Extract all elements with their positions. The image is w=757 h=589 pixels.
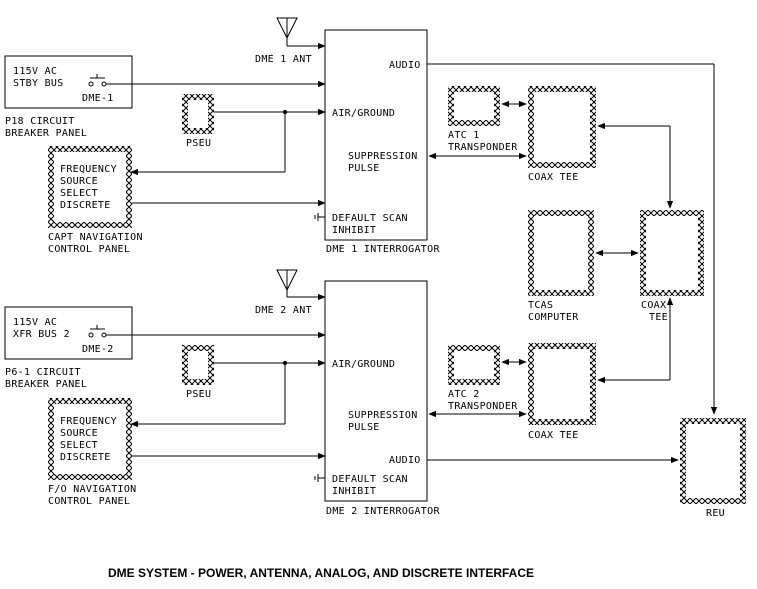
dme2-interrogator-label: DME 2 INTERROGATOR [326,506,440,517]
dme2-power-label-2: XFR BUS 2 [13,329,70,340]
dme2-freq-label-2: SOURCE [60,428,98,439]
dme1-nav-label-2: CONTROL PANEL [48,244,130,255]
dme2-panel-label-2: BREAKER PANEL [5,379,87,390]
dme1-freq-label-1: FREQUENCY [60,164,117,175]
dme2-air-ground-label: AIR/GROUND [332,359,395,370]
dme1-atc-label-2: TRANSPONDER [448,142,518,153]
dme2-breaker-label: DME-2 [82,344,114,355]
dme2-nav-label-2: CONTROL PANEL [48,496,130,507]
dme2-antenna-icon [276,269,326,301]
dme1-freq-label-4: DISCRETE [60,200,111,211]
right-coax-label-2: TEE [649,312,668,323]
dme2-freq-label-1: FREQUENCY [60,416,117,427]
dme1-freq-label-2: SOURCE [60,176,98,187]
dme1-nav-label-1: CAPT NAVIGATION [48,232,143,243]
dme1-default-scan-label: DEFAULT SCAN [332,213,408,224]
dme1-ground-icon [314,213,325,221]
dme1-audio-label: AUDIO [389,60,421,71]
dme1-interrogator-label: DME 1 INTERROGATOR [326,244,440,255]
dme1-ant-label: DME 1 ANT [255,54,312,65]
right-coax-label-1: COAX [641,300,666,311]
dme2-suppression-label: SUPPRESSION [348,410,418,421]
dme1-power-label-2: STBY BUS [13,78,64,89]
dme1-power-label-1: 115V AC [13,66,57,77]
reu-label: REU [706,508,725,519]
dme2-power-box [4,306,133,360]
dme1-suppression-label: SUPPRESSION [348,151,418,162]
dme2-coax-label: COAX TEE [528,430,579,441]
dme1-panel-label-1: P18 CIRCUIT [5,116,75,127]
dme2-nav-label-1: F/O NAVIGATION [48,484,137,495]
diagram-title: DME SYSTEM - POWER, ANTENNA, ANALOG, AND… [108,566,534,580]
tcas-label-2: COMPUTER [528,312,579,323]
dme1-inhibit-label: INHIBIT [332,225,376,236]
dme1-atc-label-1: ATC 1 [448,130,480,141]
dme1-power-box [4,55,133,109]
dme1-antenna-icon [276,17,326,50]
dme2-pseu-label: PSEU [186,389,211,400]
dme1-panel-label-2: BREAKER PANEL [5,128,87,139]
dme1-breaker-label: DME-1 [82,93,114,104]
dme2-atc-label-1: ATC 2 [448,389,480,400]
dme1-breaker-switch-icon [88,74,107,87]
dme2-audio-label: AUDIO [389,455,421,466]
dme2-panel-label-1: P6-1 CIRCUIT [5,367,81,378]
dme2-default-scan-label: DEFAULT SCAN [332,474,408,485]
dme1-pulse-label: PULSE [348,163,380,174]
tcas-label-1: TCAS [528,300,553,311]
dme2-power-label-1: 115V AC [13,317,57,328]
dme1-air-ground-label: AIR/GROUND [332,108,395,119]
dme2-breaker-switch-icon [88,325,107,338]
dme2-ground-icon [314,474,325,482]
dme1-coax-label: COAX TEE [528,172,579,183]
dme2-atc-label-2: TRANSPONDER [448,401,518,412]
dme2-interrogator-box [324,280,428,502]
dme1-pseu-label: PSEU [186,138,211,149]
dme2-freq-label-3: SELECT [60,440,98,451]
dme2-ant-label: DME 2 ANT [255,305,312,316]
dme1-freq-label-3: SELECT [60,188,98,199]
dme2-pulse-label: PULSE [348,422,380,433]
dme2-inhibit-label: INHIBIT [332,486,376,497]
dme1-interrogator-box [324,29,428,241]
dme2-freq-label-4: DISCRETE [60,452,111,463]
